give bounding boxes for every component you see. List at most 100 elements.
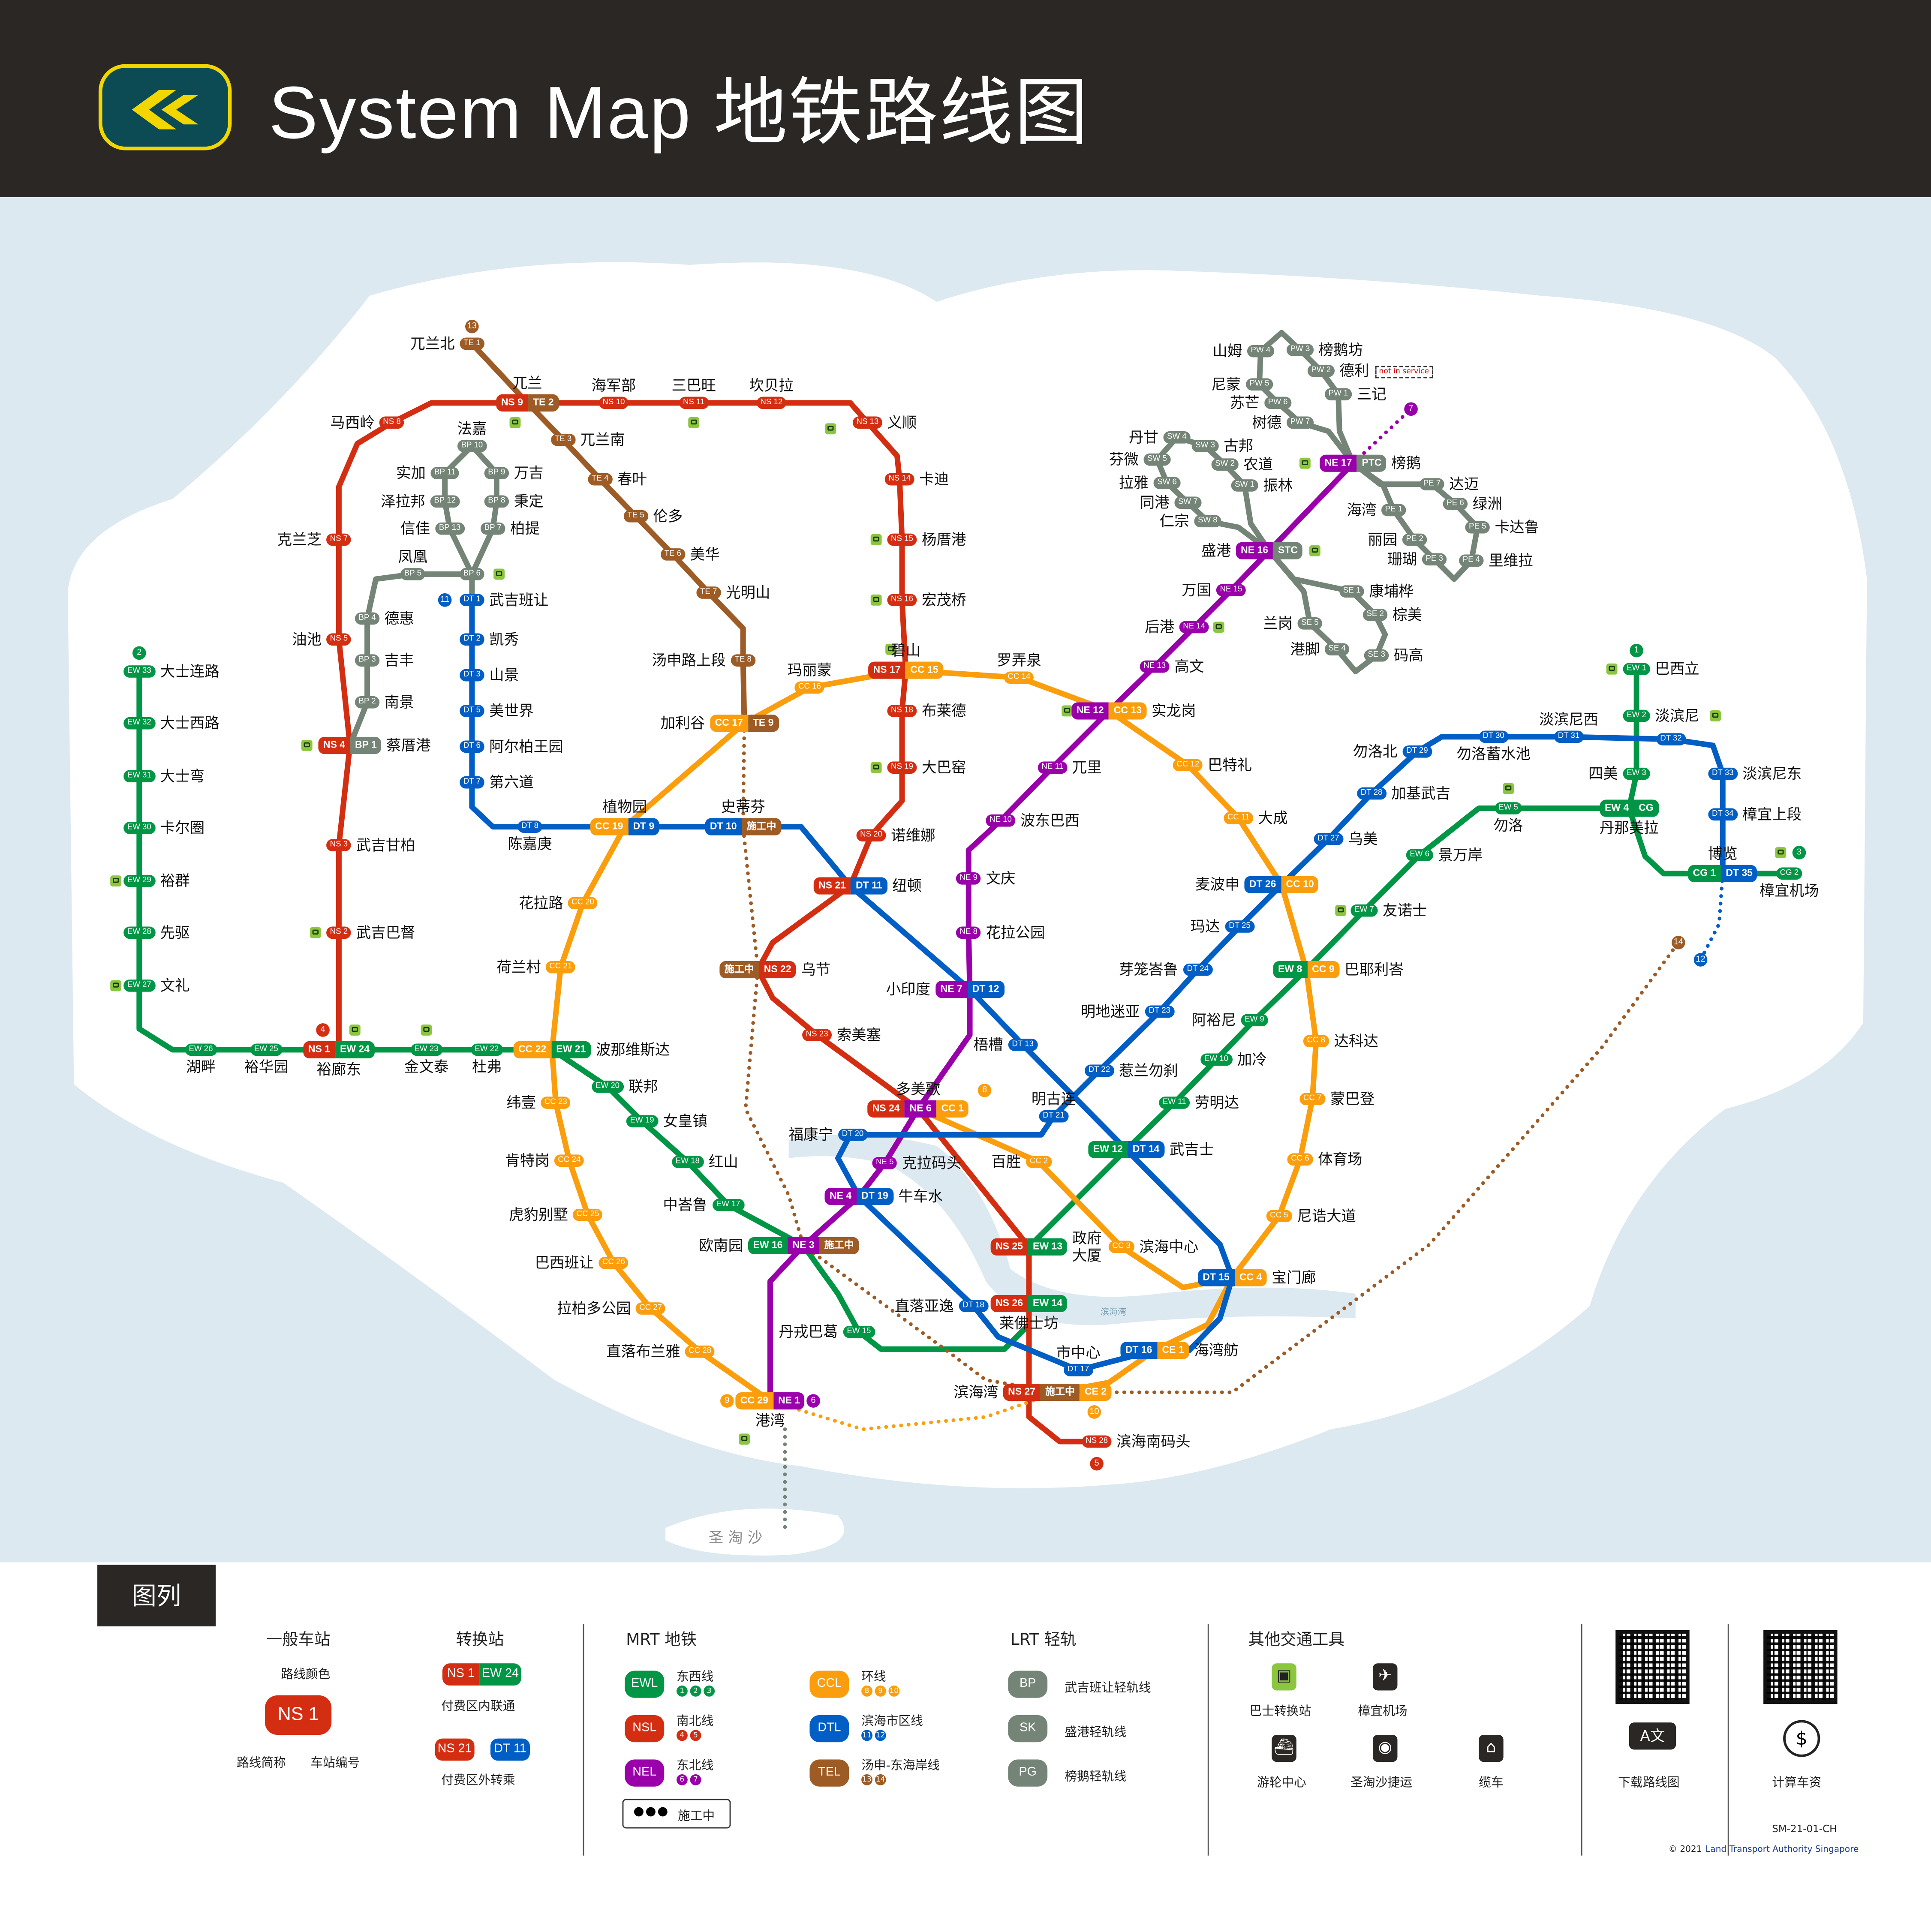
station-marker[interactable]: TE 5 bbox=[623, 510, 648, 523]
station-marker[interactable]: NS 8 bbox=[379, 416, 405, 429]
station-marker[interactable]: EW 6 bbox=[1406, 849, 1433, 862]
station-name[interactable]: 万国 bbox=[1182, 581, 1212, 599]
station-name[interactable]: 玛丽蒙 bbox=[787, 661, 832, 679]
station-marker[interactable]: DT 31 bbox=[1554, 730, 1583, 743]
station-marker[interactable]: EW 31 bbox=[123, 770, 155, 783]
station-marker[interactable]: SW 8 bbox=[1194, 515, 1221, 528]
station-name[interactable]: 武吉班让 bbox=[489, 591, 549, 609]
station-name[interactable]: 芬微 bbox=[1109, 451, 1139, 469]
station-name[interactable]: 油池 bbox=[292, 631, 322, 648]
station-name[interactable]: 植物园 bbox=[602, 798, 647, 816]
station-name[interactable]: 丹甘 bbox=[1128, 429, 1158, 446]
station-name[interactable]: 盛港 bbox=[1201, 542, 1231, 559]
station-marker[interactable]: NS 20 bbox=[856, 829, 886, 842]
station-name[interactable]: 仁宗 bbox=[1159, 512, 1189, 530]
station-name[interactable]: 明地迷亚 bbox=[1080, 1003, 1140, 1020]
station-name[interactable]: 罗弄泉 bbox=[997, 652, 1041, 669]
station-name[interactable]: 阿尔柏王园 bbox=[489, 738, 563, 755]
station-name[interactable]: 兀兰北 bbox=[410, 335, 455, 353]
station-marker[interactable]: DT 29 bbox=[1402, 745, 1432, 758]
station-marker[interactable]: PE 5 bbox=[1465, 521, 1490, 534]
station-name[interactable]: 加基武吉 bbox=[1391, 784, 1451, 802]
station-name[interactable]: 波东巴西 bbox=[1020, 812, 1080, 829]
station-name[interactable]: 法嘉 bbox=[457, 420, 487, 438]
station-name[interactable]: 布莱德 bbox=[921, 702, 966, 720]
station-name[interactable]: 裕华园 bbox=[244, 1058, 289, 1076]
station-name[interactable]: 牛车水 bbox=[898, 1187, 943, 1205]
station-marker[interactable]: PE 7 bbox=[1420, 478, 1444, 490]
station-name[interactable]: 乌美 bbox=[1348, 830, 1378, 848]
station-marker[interactable]: EW 10 bbox=[1200, 1053, 1232, 1066]
station-marker[interactable]: DT 5 bbox=[460, 705, 484, 717]
station-name[interactable]: 宝门廊 bbox=[1272, 1269, 1316, 1286]
station-name[interactable]: 杨厝港 bbox=[921, 531, 966, 549]
station-marker[interactable]: EW 26 bbox=[185, 1043, 217, 1056]
station-name[interactable]: 梧槽 bbox=[973, 1036, 1003, 1054]
station-name[interactable]: 勿洛蓄水池 bbox=[1456, 745, 1531, 763]
station-marker[interactable]: PW 1 bbox=[1325, 388, 1352, 401]
station-name[interactable]: 体育场 bbox=[1318, 1151, 1363, 1168]
station-name[interactable]: 棕美 bbox=[1392, 606, 1422, 624]
station-marker[interactable]: NE 10 bbox=[986, 814, 1016, 827]
station-name[interactable]: 女皇镇 bbox=[663, 1112, 707, 1130]
station-name[interactable]: 三记 bbox=[1357, 385, 1387, 403]
station-name[interactable]: 港湾 bbox=[755, 1412, 785, 1430]
station-marker[interactable]: EW 22 bbox=[471, 1043, 503, 1056]
station-marker[interactable]: DT 3 bbox=[460, 669, 484, 682]
station-name[interactable]: 达迈 bbox=[1449, 475, 1479, 493]
station-marker[interactable]: EW 3 bbox=[1623, 767, 1650, 780]
station-name[interactable]: 万吉 bbox=[514, 464, 544, 482]
station-name[interactable]: 实加 bbox=[396, 464, 426, 482]
station-name[interactable]: 马西岭 bbox=[330, 414, 375, 432]
station-name[interactable]: 秉定 bbox=[514, 493, 544, 510]
station-marker[interactable]: DT 18 bbox=[959, 1300, 988, 1313]
station-name[interactable]: 蔡厝港 bbox=[386, 736, 431, 754]
station-marker[interactable]: DT 13 bbox=[1008, 1039, 1038, 1051]
station-marker[interactable]: BP 11 bbox=[430, 467, 459, 480]
station-name[interactable]: 榜鹅坊 bbox=[1318, 341, 1363, 359]
station-name[interactable]: 滨海湾 bbox=[953, 1383, 999, 1401]
station-marker[interactable]: DT 21 bbox=[1039, 1110, 1068, 1123]
station-name[interactable]: 巴西立 bbox=[1655, 660, 1699, 678]
station-name[interactable]: 榜鹅 bbox=[1391, 454, 1421, 472]
station-name[interactable]: 卡尔圈 bbox=[160, 819, 205, 837]
station-name[interactable]: 肯特岗 bbox=[505, 1152, 550, 1169]
station-marker[interactable]: DT 24 bbox=[1183, 963, 1212, 976]
station-marker[interactable]: NE 11 bbox=[1038, 761, 1067, 774]
station-marker[interactable]: DT 28 bbox=[1357, 787, 1387, 800]
station-name[interactable]: 绿洲 bbox=[1472, 495, 1502, 513]
station-marker[interactable]: CC 11 bbox=[1224, 812, 1254, 824]
station-name[interactable]: 尼诰大道 bbox=[1297, 1207, 1357, 1225]
station-name[interactable]: 春叶 bbox=[617, 470, 647, 488]
station-name[interactable]: 加冷 bbox=[1237, 1051, 1267, 1069]
station-name[interactable]: 史蒂芬 bbox=[721, 798, 765, 816]
station-name[interactable]: 光明山 bbox=[725, 584, 770, 601]
station-name[interactable]: 莱佛士坊 bbox=[999, 1314, 1059, 1332]
station-name[interactable]: 武吉甘柏 bbox=[356, 836, 415, 854]
station-name[interactable]: 丹那美拉 bbox=[1599, 819, 1659, 837]
station-name[interactable]: 百胜 bbox=[991, 1153, 1021, 1171]
station-marker[interactable]: DT 8 bbox=[517, 820, 542, 833]
station-marker[interactable]: BP 3 bbox=[355, 654, 380, 667]
station-marker[interactable]: NE 8 bbox=[956, 926, 981, 939]
station-name[interactable]: 勿洛 bbox=[1493, 817, 1523, 834]
station-name[interactable]: 达科达 bbox=[1334, 1032, 1378, 1050]
station-name[interactable]: 三巴旺 bbox=[671, 377, 716, 394]
station-name[interactable]: 索美塞 bbox=[836, 1026, 881, 1044]
station-name[interactable]: 德利 bbox=[1339, 362, 1369, 380]
station-marker[interactable]: NS 13 bbox=[852, 416, 883, 429]
station-marker[interactable]: BP 12 bbox=[430, 495, 460, 508]
station-name[interactable]: 景万岸 bbox=[1438, 846, 1483, 864]
station-marker[interactable]: DT 34 bbox=[1708, 808, 1738, 821]
station-marker[interactable]: NS 7 bbox=[326, 533, 352, 546]
station-marker[interactable]: NS 23 bbox=[802, 1029, 832, 1041]
station-marker[interactable]: BP 10 bbox=[457, 440, 487, 452]
station-name[interactable]: 拉柏多公园 bbox=[557, 1300, 631, 1317]
station-name[interactable]: 大士连路 bbox=[160, 663, 220, 680]
station-name[interactable]: 虎豹别墅 bbox=[509, 1206, 568, 1224]
